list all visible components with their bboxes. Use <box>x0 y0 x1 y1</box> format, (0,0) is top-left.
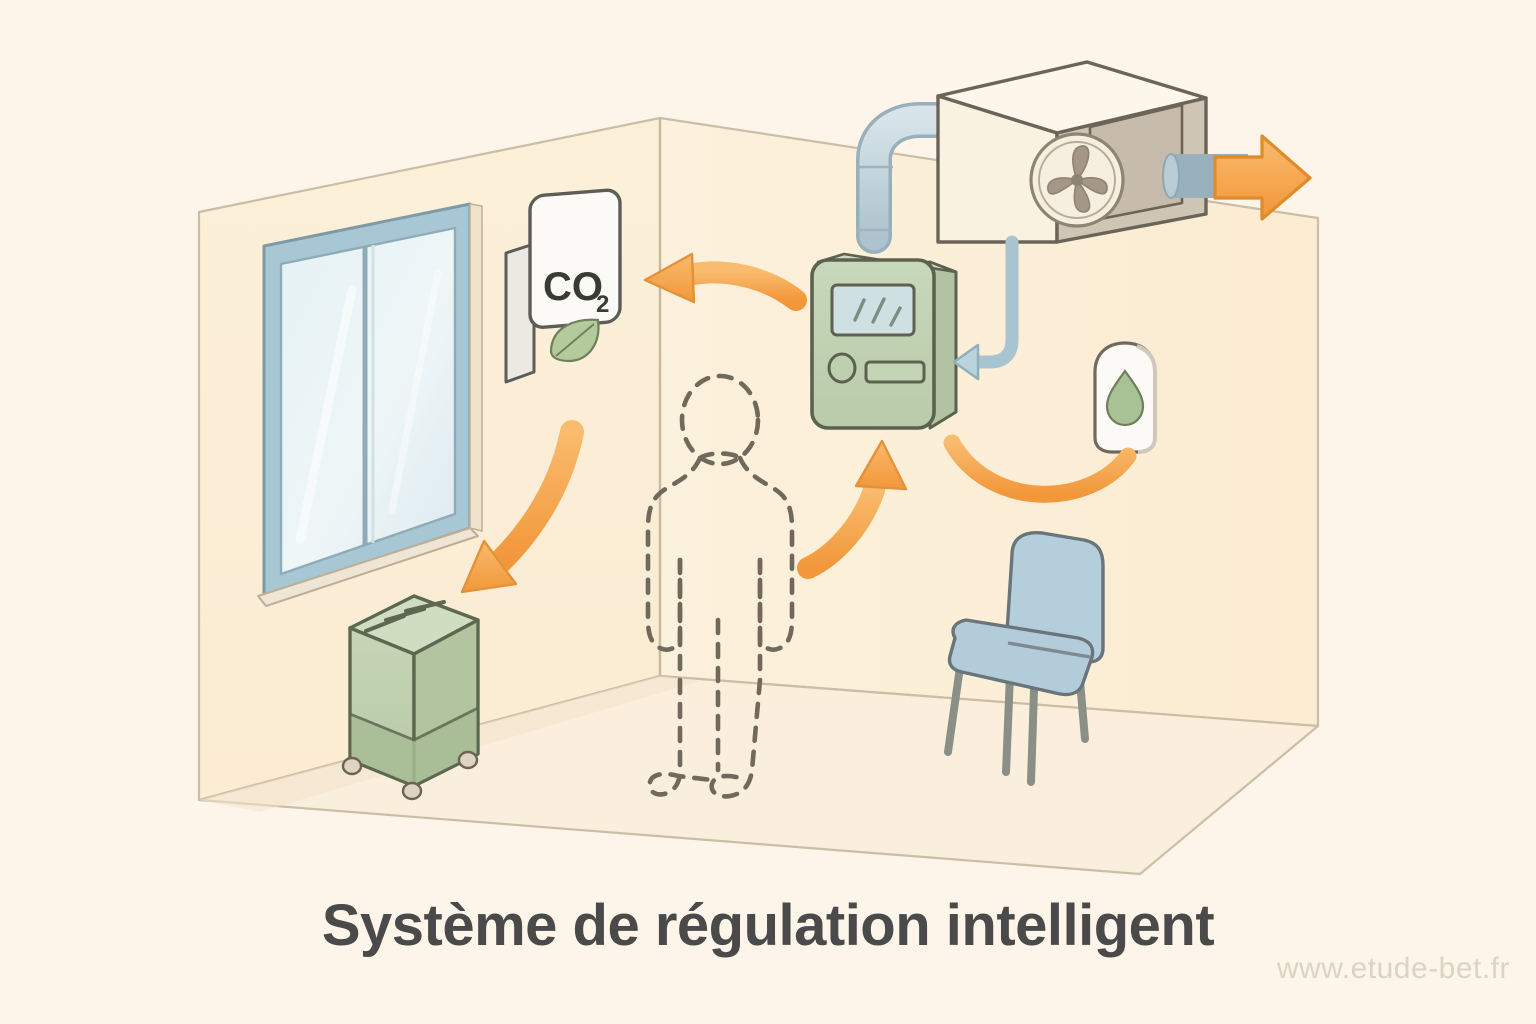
person-body <box>645 455 703 652</box>
controller-screen <box>830 283 916 337</box>
page-title: Système de régulation intelligent <box>321 893 1215 958</box>
person-leg-left <box>647 677 715 797</box>
ahu-to-controller-arrow <box>952 235 1019 381</box>
co2-sensor-subscript: 2 <box>596 291 609 318</box>
ahu-exhaust-arrow <box>1213 134 1312 221</box>
water-droplet-icon <box>1105 369 1145 427</box>
flow-controller-to-humidity <box>943 434 1137 503</box>
co2-sensor[interactable]: CO 2 <box>504 188 622 384</box>
fan-icon <box>1029 132 1125 228</box>
window-reveal <box>469 203 483 533</box>
person-body-right <box>737 455 795 652</box>
window-frame-inner <box>279 226 457 576</box>
person-head <box>679 373 761 467</box>
flow-co2-to-purifier <box>460 420 584 594</box>
person-shoulders <box>697 451 743 461</box>
person-leg-right <box>709 677 763 799</box>
controller-unit[interactable] <box>810 252 958 430</box>
person-silhouette <box>645 373 795 799</box>
chair-seat-line <box>1007 641 1091 659</box>
co2-sensor-label: CO <box>543 265 603 309</box>
purifier-casters <box>341 750 479 801</box>
window-glass-highlight <box>295 285 357 545</box>
ahu-inlet-duct <box>856 102 964 254</box>
flow-controller-to-co2 <box>643 252 807 311</box>
controller-button[interactable] <box>864 360 926 384</box>
co2-sensor-side <box>504 242 536 384</box>
leaf-icon <box>549 318 600 363</box>
window-sill <box>257 527 479 607</box>
humidity-sensor[interactable] <box>1093 341 1157 454</box>
chair-seat <box>947 618 1095 697</box>
purifier-vents <box>364 600 446 633</box>
window <box>257 202 483 607</box>
window-glass-highlight-2 <box>388 268 442 514</box>
humidity-sensor-edge <box>1136 344 1157 454</box>
chair[interactable] <box>944 530 1105 786</box>
air-purifier[interactable] <box>341 594 480 801</box>
air-handling-unit[interactable] <box>856 60 1312 381</box>
chair-legs <box>944 642 1089 786</box>
controller-screen-marks <box>853 297 902 327</box>
watermark: www.etude-bet.fr <box>1276 952 1510 985</box>
controller-knob[interactable] <box>827 352 857 384</box>
flow-person-to-controller <box>797 439 908 579</box>
